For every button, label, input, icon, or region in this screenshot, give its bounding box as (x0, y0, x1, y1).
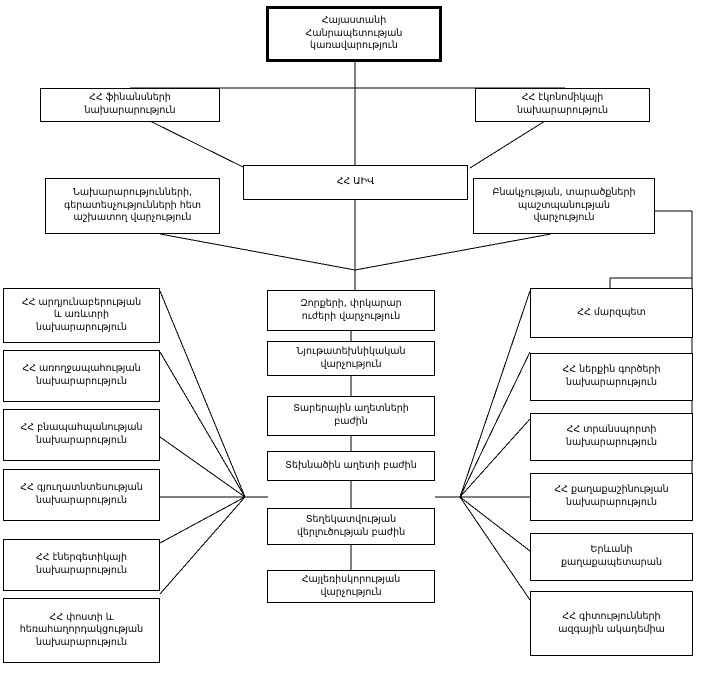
node-line: ՀՀ բնապահպանության (20, 422, 143, 434)
node-left-5[interactable]: ՀՀ փոստի և հեռահաղորդակցության նախարարու… (3, 598, 160, 663)
node-line: Տեխնածին աղետի բաժին (285, 459, 417, 471)
node-line: նախարարություն (35, 495, 128, 506)
node-line: նախարարություն (565, 377, 658, 388)
node-line: Տեղեկատվության (305, 513, 397, 525)
node-line: Տարերային աղետների (293, 403, 409, 415)
node-line: Բնակչության, տարածքների (492, 187, 636, 199)
node-right-1[interactable]: ՀՀ ներքին գործերի նախարարություն (530, 353, 693, 401)
node-left-4[interactable]: ՀՀ էներգետիկայի նախարարություն (3, 539, 160, 591)
node-right-0[interactable]: ՀՀ մարզպետ (530, 288, 693, 338)
node-line: Նյութատեխնիկական (296, 345, 406, 357)
node-line: վարչություն (533, 212, 595, 224)
node-center-2[interactable]: Տարերային աղետների բաժին (267, 396, 435, 436)
node-government-root[interactable]: Հայաստանի Հանրապետության կառավարություն (266, 6, 442, 62)
node-line: ՀՀ ներքին գործերի (562, 364, 661, 376)
node-line: կառավարություն (310, 40, 398, 52)
node-line: նախարարություն (35, 636, 128, 648)
node-left-3[interactable]: ՀՀ գյուղատնտեսության նախարարություն (3, 469, 160, 521)
node-center-3[interactable]: Տեխնածին աղետի բաժին (267, 451, 435, 481)
node-left-0[interactable]: ՀՀ արդյունաբերության և առևտրի նախարարութ… (3, 288, 160, 343)
node-line: ՀՀ ֆինանսների (89, 92, 171, 104)
node-line: ՀՀ էկոնոմիկայի (521, 92, 604, 104)
node-line: ՀՀ գյուղատնտեսության (20, 482, 143, 494)
node-line: ՀՀ ԱԻՎ (336, 176, 375, 188)
node-line: ուժերի վարչություն (301, 310, 401, 322)
node-line: ՀՀ մարզպետ (577, 306, 646, 318)
node-line: նախարարություն (35, 565, 128, 576)
node-line: վերլուծության բաժին (296, 526, 406, 538)
node-population-protection-department[interactable]: Բնակչության, տարածքների պաշտպանության վա… (473, 178, 655, 234)
node-line: գերատեսչությունների հետ (64, 199, 201, 211)
node-right-4[interactable]: Երևանի քաղաքապետարան (530, 533, 693, 581)
node-line: ՀՀ փոստի և (49, 611, 114, 623)
node-line: նախարարություն (565, 437, 658, 448)
node-line: Նախարարությունների, (72, 187, 193, 199)
node-line: և առևտրի (53, 309, 110, 321)
node-line: աշխատող վարչություն (73, 212, 192, 224)
node-line: Հայլեռիսկորության (301, 573, 401, 585)
node-line: բաժին (334, 416, 368, 427)
node-line: վարչություն (320, 358, 382, 370)
node-line: պաշտպանության (517, 199, 611, 211)
node-line: ՀՀ տրանսպորտի (566, 424, 657, 436)
node-center-0[interactable]: Զորքերի, փրկարար ուժերի վարչություն (267, 290, 435, 331)
node-line: ՀՀ արդյունաբերության (21, 296, 142, 308)
node-right-2[interactable]: ՀՀ տրանսպորտի նախարարություն (530, 413, 693, 461)
node-line: ՀՀ էներգետիկայի (36, 552, 127, 564)
node-line: ազգային ակադեմիա (558, 623, 665, 635)
node-line: նախարարություն (565, 497, 658, 508)
node-line: նախարարություն (35, 321, 128, 333)
node-line: ՀՀ գիտությունների (562, 610, 661, 622)
node-line: նախարարություն (35, 435, 128, 446)
node-avc[interactable]: ՀՀ ԱԻՎ (243, 165, 468, 200)
node-line: Երևանի (590, 544, 633, 556)
node-finance-ministry[interactable]: ՀՀ ֆինանսների նախարարություն (40, 88, 220, 122)
node-line: նախարարություն (516, 105, 609, 116)
node-center-5[interactable]: Հայլեռիսկորության վարչություն (267, 570, 435, 603)
node-ministries-department[interactable]: Նախարարությունների, գերատեսչությունների … (45, 178, 220, 234)
node-right-5[interactable]: ՀՀ գիտությունների ազգային ակադեմիա (530, 591, 693, 656)
node-center-1[interactable]: Նյութատեխնիկական վարչություն (267, 341, 435, 376)
node-line: հեռահաղորդակցության (19, 624, 144, 636)
node-left-2[interactable]: ՀՀ բնապահպանության նախարարություն (3, 409, 160, 461)
node-line: վարչություն (320, 586, 382, 598)
node-line: Զորքերի, փրկարար (300, 297, 402, 309)
node-line: նախարարություն (35, 376, 128, 387)
node-line: ՀՀ առողջապահության (22, 363, 141, 375)
node-center-4[interactable]: Տեղեկատվության վերլուծության բաժին (267, 508, 435, 545)
node-line: նախարարություն (84, 105, 176, 116)
node-line: Հանրապետության (305, 27, 403, 39)
node-left-1[interactable]: ՀՀ առողջապահության նախարարություն (3, 350, 160, 402)
node-line: քաղաքապետարան (561, 557, 662, 568)
node-line: ՀՀ քաղաքաշինության (554, 484, 669, 496)
node-economy-ministry[interactable]: ՀՀ էկոնոմիկայի նախարարություն (475, 88, 650, 122)
node-right-3[interactable]: ՀՀ քաղաքաշինության նախարարություն (530, 473, 693, 521)
node-line: Հայաստանի (321, 15, 387, 27)
